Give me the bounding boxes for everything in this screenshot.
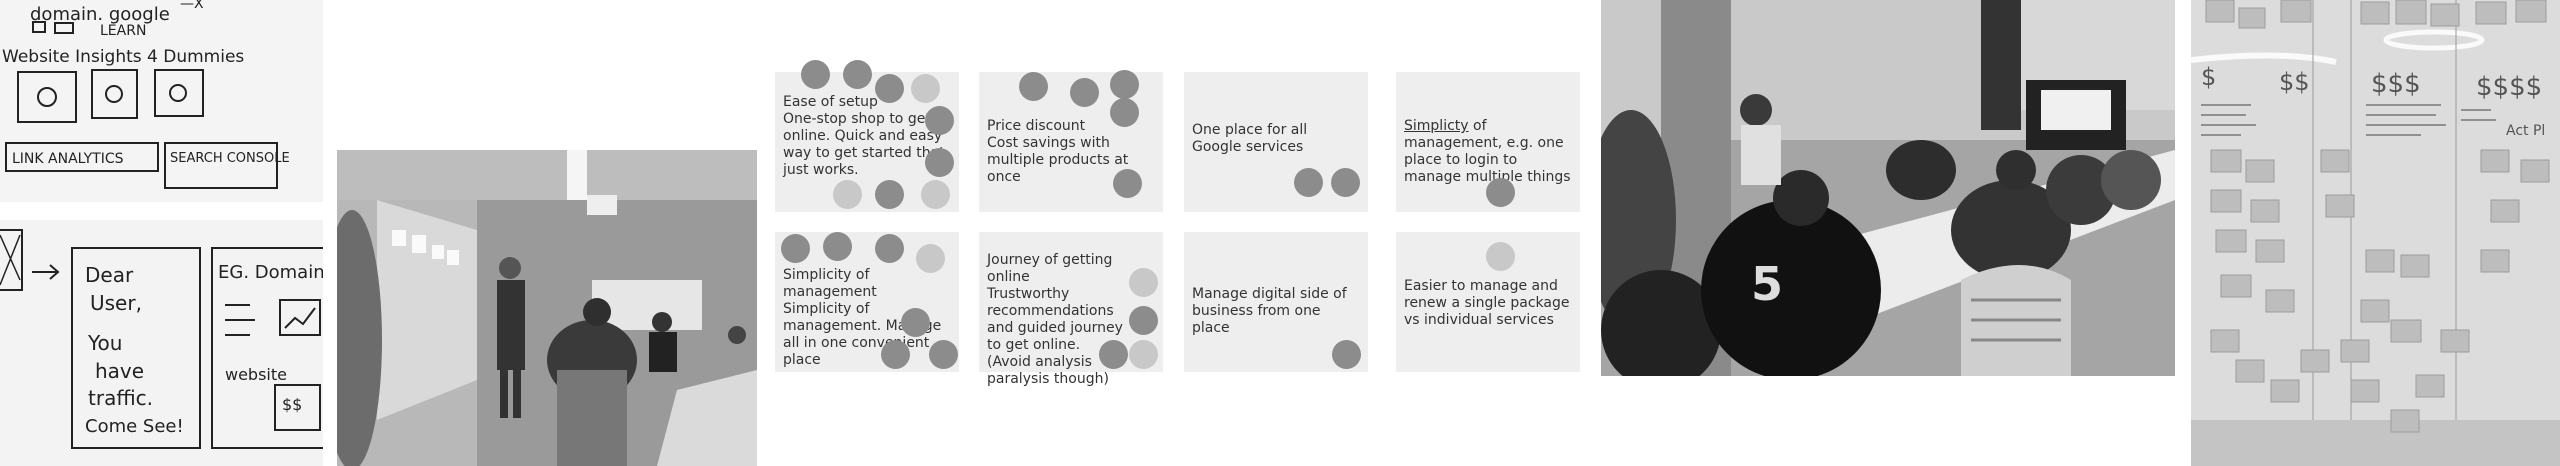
whiteboard-photo: $ $$ $$$ $$$$ Act Pl xyxy=(2191,0,2560,466)
sketch-side-label: website xyxy=(225,365,287,384)
vote-dot xyxy=(925,148,954,177)
vote-dot xyxy=(1019,72,1048,101)
vote-dot xyxy=(916,244,945,273)
card-text: One place for all Google services xyxy=(1192,122,1308,155)
svg-text:User,: User, xyxy=(90,291,142,315)
vote-dot xyxy=(843,60,872,89)
sketch-button-analytics: LINK ANALYTICS xyxy=(12,151,124,167)
whiteboard-dollar-3: $$$ xyxy=(2371,69,2421,99)
vote-dot xyxy=(1110,70,1139,99)
vote-dot xyxy=(781,234,810,263)
svg-text:traffic.: traffic. xyxy=(88,386,153,410)
card-simplicity-login: Simplicty of management, e.g. one place … xyxy=(1396,72,1580,212)
svg-text:You: You xyxy=(87,331,122,355)
card-text: Simplicty of management, e.g. one place … xyxy=(1404,118,1572,186)
svg-text:5: 5 xyxy=(1751,257,1783,311)
vote-dot xyxy=(925,106,954,135)
card-text: Price discount Cost savings with multipl… xyxy=(987,118,1129,185)
vote-dot xyxy=(1129,306,1158,335)
vote-dot xyxy=(875,180,904,209)
whiteboard-dollar-1: $ xyxy=(2201,63,2216,91)
card-text: Simplicity of management Simplicity of m… xyxy=(783,267,941,368)
meeting-photo: 5 xyxy=(1601,0,2175,376)
svg-text:have: have xyxy=(95,359,144,383)
vote-dot xyxy=(1129,340,1158,369)
vote-dot xyxy=(1070,78,1099,107)
card-simplicity-management: Simplicity of management Simplicity of m… xyxy=(775,232,959,372)
sketch-text-domain: domain. google xyxy=(30,4,170,25)
card-journey-online: Journey of getting online Trustworthy re… xyxy=(979,232,1163,387)
svg-text:—X: —X xyxy=(180,0,204,12)
card-single-package: Easier to manage and renew a single pack… xyxy=(1396,232,1580,372)
card-text: Manage digital side of business from one… xyxy=(1192,286,1347,336)
whiteboard-dollar-2: $$ xyxy=(2279,68,2310,96)
vote-dot xyxy=(1331,168,1360,197)
vote-dot xyxy=(1486,178,1515,207)
card-text-rest: of management, e.g. one place to login t… xyxy=(1404,118,1571,185)
vote-dot xyxy=(833,180,862,209)
vote-dot xyxy=(929,340,958,369)
sketch-text-insights: Website Insights 4 Dummies xyxy=(2,47,244,67)
svg-text:Dear: Dear xyxy=(85,263,134,287)
meeting-photo-illustration: 5 xyxy=(1601,0,2175,376)
sketch-drawing-bottom: Dear User, You have traffic. Come See! E… xyxy=(0,220,323,466)
vote-dot xyxy=(921,180,950,209)
vote-dot xyxy=(1113,169,1142,198)
vote-dot xyxy=(801,60,830,89)
vote-dot xyxy=(911,74,940,103)
card-one-place-google: One place for all Google services xyxy=(1184,72,1368,212)
vote-dot xyxy=(1294,168,1323,197)
vote-dot xyxy=(1129,268,1158,297)
card-price-discount: Price discount Cost savings with multipl… xyxy=(979,70,1163,212)
vote-dot xyxy=(1486,242,1515,271)
vote-dot xyxy=(881,340,910,369)
card-text: Easier to manage and renew a single pack… xyxy=(1404,278,1570,328)
whiteboard-illustration: $ $$ $$$ $$$$ Act Pl xyxy=(2191,0,2560,466)
vote-dot xyxy=(823,232,852,261)
vote-dot xyxy=(875,234,904,263)
vote-dot xyxy=(1332,340,1361,369)
svg-text:Come See!: Come See! xyxy=(85,416,184,437)
whiteboard-dollar-4: $$$$ xyxy=(2476,72,2542,102)
sketch-button-search: SEARCH CONSOLE xyxy=(170,151,290,166)
sketch-photo-top: domain. google LEARN —X Website Insights… xyxy=(0,0,323,202)
office-photo-illustration xyxy=(337,150,757,466)
card-text-underlined: Simplicty xyxy=(1404,118,1469,134)
sketch-text-learn: LEARN xyxy=(100,23,146,39)
sketch-drawing: domain. google LEARN —X Website Insights… xyxy=(0,0,323,202)
sketch-side-tag: $$ xyxy=(282,395,302,414)
sketch-photo-bottom: Dear User, You have traffic. Come See! E… xyxy=(0,220,323,466)
whiteboard-act-plan: Act Pl xyxy=(2506,123,2545,139)
vote-dot xyxy=(875,74,904,103)
card-text: Journey of getting online Trustworthy re… xyxy=(987,252,1123,387)
card-ease-of-setup: Ease of setup One-stop shop to get onlin… xyxy=(775,60,959,212)
vote-dot xyxy=(901,308,930,337)
vote-dot xyxy=(1099,340,1128,369)
office-photo xyxy=(337,150,757,466)
card-text: Ease of setup One-stop shop to get onlin… xyxy=(783,94,945,178)
sketch-side-title: EG. Domain xyxy=(218,262,323,283)
card-manage-digital: Manage digital side of business from one… xyxy=(1184,232,1368,372)
vote-dot xyxy=(1110,98,1139,127)
